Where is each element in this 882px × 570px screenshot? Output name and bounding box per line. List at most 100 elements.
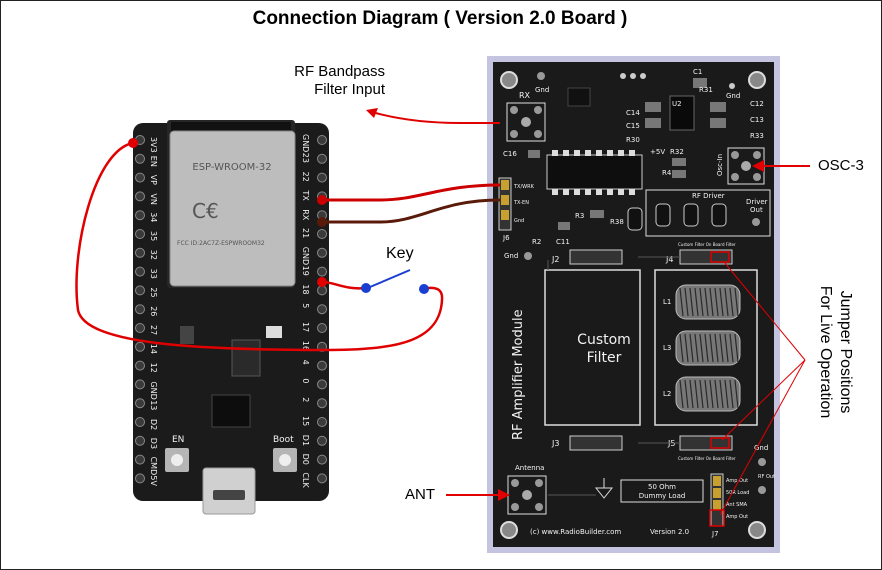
pcb-trace: [547, 256, 680, 496]
smd-part: [558, 222, 570, 230]
key-annotation: Key: [386, 245, 414, 262]
gnd-pad: [758, 458, 766, 466]
right-pin-label: GND: [301, 134, 310, 152]
ant-center-pad: [522, 490, 532, 500]
left-pin-label: 32: [149, 250, 158, 260]
left-pin-label: VN: [149, 193, 158, 204]
rx-label: RX: [519, 91, 531, 100]
gnd-left-label: Gnd: [504, 252, 518, 260]
rx-pad: [534, 106, 542, 114]
gnd-lower-label: Gnd: [754, 444, 768, 452]
toroid-winding: [719, 379, 724, 409]
smd-part: [672, 158, 686, 166]
ic-pin: [563, 150, 569, 156]
right-pin-pad: [317, 135, 327, 145]
right-pin-label: 23: [301, 153, 310, 163]
gnd-pad: [729, 83, 735, 89]
toroid-winding: [719, 333, 724, 363]
custom-filter-label-1: Custom: [577, 332, 631, 348]
jumper-annotation: Jumper Positions For Live Operation: [815, 277, 855, 427]
ic-pin: [563, 189, 569, 195]
onboard-filter-box: [654, 269, 758, 426]
u2-chip: [669, 95, 695, 131]
j7-pin: [713, 476, 721, 486]
left-pin-label: 5V: [149, 475, 158, 486]
right-pin-pad: [317, 229, 327, 239]
j7-label-3: Amp Out: [726, 514, 748, 520]
rx-pad: [510, 130, 518, 138]
toroid-winding: [699, 333, 704, 363]
c14-label: C14: [626, 109, 640, 117]
j7-pin: [713, 488, 721, 498]
ic-pin: [596, 150, 602, 156]
arrow-head-icon: [366, 108, 378, 118]
module-shield: [169, 130, 296, 287]
left-pin-label: 12: [149, 363, 158, 373]
right-pin-pad: [317, 473, 327, 484]
j6-label: J6: [502, 234, 510, 242]
right-pin-pad: [317, 435, 327, 446]
transistor-part: [567, 87, 591, 107]
r3-label: R3: [575, 212, 584, 220]
toroid-winding: [679, 287, 684, 317]
ic-pin: [629, 189, 635, 195]
rf-out-pad: [758, 486, 766, 494]
q3-part: [683, 203, 699, 227]
right-pin-pad: [317, 285, 327, 296]
rf-driver-box: [645, 189, 771, 237]
en-button-cap[interactable]: [171, 454, 183, 466]
smd-part: [710, 102, 726, 112]
key-switch-icon[interactable]: [369, 269, 411, 288]
osc3-annotation: OSC-3: [818, 157, 864, 174]
r33-label: R33: [750, 132, 764, 140]
left-pin-label: D3: [149, 438, 158, 449]
tx-en-label: TX-EN: [513, 200, 529, 206]
left-pin-pad: [135, 341, 145, 352]
right-pin-pad: [317, 360, 327, 371]
driver-out-label-2: Out: [750, 206, 763, 214]
toroid-winding: [679, 333, 684, 363]
regulator-chip: [231, 339, 261, 377]
rf-driver-label: RF Driver: [692, 192, 725, 200]
mounting-hole: [500, 71, 518, 89]
c16-label: C16: [503, 150, 517, 158]
boot-button-cap[interactable]: [279, 454, 291, 466]
toroid-winding: [704, 333, 709, 363]
left-pin-label: 13: [149, 400, 158, 410]
left-pin-pad: [135, 417, 145, 427]
ic-pin: [574, 150, 580, 156]
rx-center-pad: [521, 117, 531, 127]
plus5v-label: +5V: [650, 148, 665, 156]
toroid-winding: [714, 287, 719, 317]
gnd-pad: [524, 252, 532, 260]
right-pin-label: 2: [301, 397, 310, 402]
right-pin-label: 18: [301, 284, 310, 294]
header-pad: [620, 73, 626, 79]
toroid-winding: [734, 333, 739, 363]
gnd-small-label: Gnd: [514, 218, 524, 224]
right-pin-label: 19: [301, 266, 310, 276]
toroid-winding: [719, 287, 724, 317]
key-contact-icon: [419, 284, 429, 294]
j6-pin: [501, 195, 509, 205]
rx-wire: [322, 198, 501, 224]
left-pin-pad: [135, 153, 145, 164]
smd-part: [672, 170, 686, 178]
right-pin-pad: [317, 266, 327, 277]
mounting-hole: [500, 521, 518, 539]
toroid-winding: [709, 379, 714, 409]
left-pin-pad: [135, 191, 145, 202]
left-pin-pad: [135, 323, 145, 333]
usb-port-icon: [213, 490, 245, 500]
left-pin-label: GND: [149, 381, 158, 399]
toroid-winding: [689, 287, 694, 317]
left-pin-label: 33: [149, 269, 158, 279]
ic-pin: [552, 189, 558, 195]
right-pin-pad: [317, 398, 327, 409]
left-pin-pad: [135, 172, 145, 183]
j6-pin: [501, 210, 509, 220]
ic-pin: [607, 150, 613, 156]
right-pin-label: RX: [301, 209, 310, 221]
ant-pad: [535, 479, 543, 487]
